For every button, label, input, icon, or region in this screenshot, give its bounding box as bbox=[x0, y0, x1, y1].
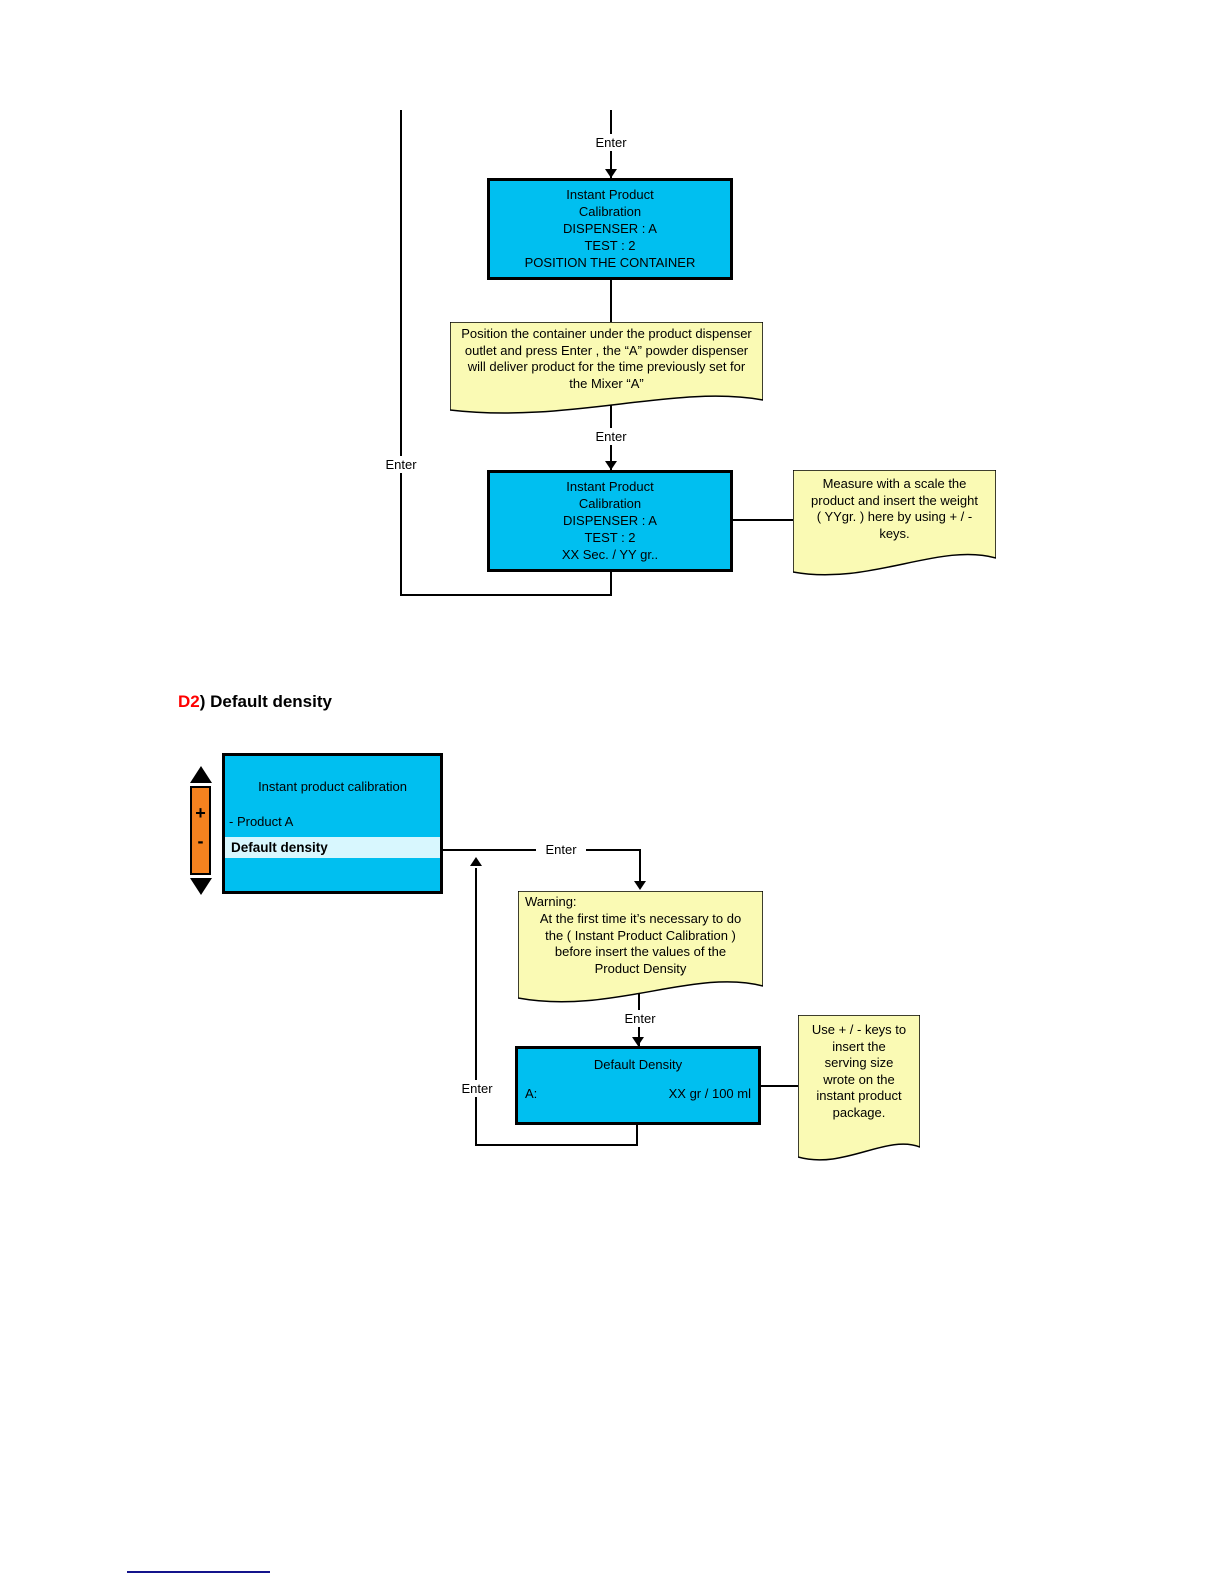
note-text: Measure with a scale the product and ins… bbox=[811, 476, 978, 541]
loop-left-line bbox=[400, 110, 402, 596]
warning-text: At the first time it’s necessary to do t… bbox=[539, 911, 742, 976]
note-position-container: Position the container under the product… bbox=[450, 322, 763, 417]
plus-minus-control: + - bbox=[190, 786, 211, 875]
dd-to-usenote-line bbox=[761, 1085, 798, 1087]
enter-label-loop-left: Enter bbox=[377, 456, 425, 473]
screen-box-test-result: Instant Product Calibration DISPENSER : … bbox=[487, 470, 733, 572]
dd-bottom-stub bbox=[636, 1125, 638, 1146]
heading-number: D2 bbox=[178, 692, 200, 711]
warning-title: Warning: bbox=[525, 894, 577, 909]
note-measure-weight: Measure with a scale the product and ins… bbox=[793, 470, 996, 580]
warning-to-dd-line bbox=[638, 955, 640, 1046]
arrow-into-box1-icon bbox=[605, 169, 617, 178]
enter-label-mid: Enter bbox=[585, 428, 637, 445]
box2-to-note2-line bbox=[733, 519, 793, 521]
menu-item-product-a: - Product A bbox=[229, 814, 294, 829]
arrow-into-box2-icon bbox=[605, 461, 617, 470]
plus-key-label: + bbox=[195, 803, 206, 823]
menu-title: Instant product calibration bbox=[258, 779, 407, 794]
dd-title: Default Density bbox=[593, 1057, 683, 1072]
enter-label-dd-loop: Enter bbox=[453, 1080, 501, 1097]
dd-channel: A: bbox=[525, 1086, 538, 1101]
enter-label-menu: Enter bbox=[536, 841, 586, 858]
note-text: Position the container under the product… bbox=[461, 326, 752, 391]
document-shape bbox=[793, 470, 996, 576]
section-heading-d2: D2) Default density bbox=[178, 692, 332, 712]
arrow-into-warning-icon bbox=[634, 881, 646, 890]
dd-value: XX gr / 100 ml bbox=[668, 1086, 751, 1101]
dd-title-row: Default Density bbox=[518, 1056, 758, 1073]
box2-bottom-stub bbox=[610, 572, 612, 596]
screen-box-position-container: Instant Product Calibration DISPENSER : … bbox=[487, 178, 733, 280]
enter-label-top: Enter bbox=[585, 134, 637, 151]
scroll-down-icon bbox=[190, 878, 212, 895]
heading-text: ) Default density bbox=[199, 692, 332, 711]
scroll-up-icon bbox=[190, 766, 212, 783]
note-text: Use + / - keys to insert the serving siz… bbox=[811, 1022, 907, 1120]
document-shape bbox=[798, 1015, 920, 1161]
note-warning: Warning: At the first time it’s necessar… bbox=[518, 891, 763, 1007]
footer-rule bbox=[127, 1571, 270, 1573]
minus-key-label: - bbox=[197, 831, 204, 851]
screen-box-menu: Instant product calibration - Product A bbox=[222, 753, 443, 894]
document-shape bbox=[450, 322, 763, 414]
enter-label-warning: Enter bbox=[615, 1010, 665, 1027]
loop-bottom-line bbox=[400, 594, 612, 596]
document-shape bbox=[518, 891, 763, 1003]
menu-item-default-density-selected: Default density bbox=[225, 837, 440, 858]
dd-return-line bbox=[475, 868, 477, 1146]
menu-enter-v-line bbox=[639, 849, 641, 882]
arrow-into-dd-box-icon bbox=[632, 1037, 644, 1046]
note-use-keys: Use + / - keys to insert the serving siz… bbox=[798, 1015, 920, 1165]
dd-loop-bottom-line bbox=[475, 1144, 638, 1146]
screen-box-default-density: Default Density A: XX gr / 100 ml bbox=[515, 1046, 761, 1125]
arrow-return-up-icon bbox=[470, 857, 482, 866]
